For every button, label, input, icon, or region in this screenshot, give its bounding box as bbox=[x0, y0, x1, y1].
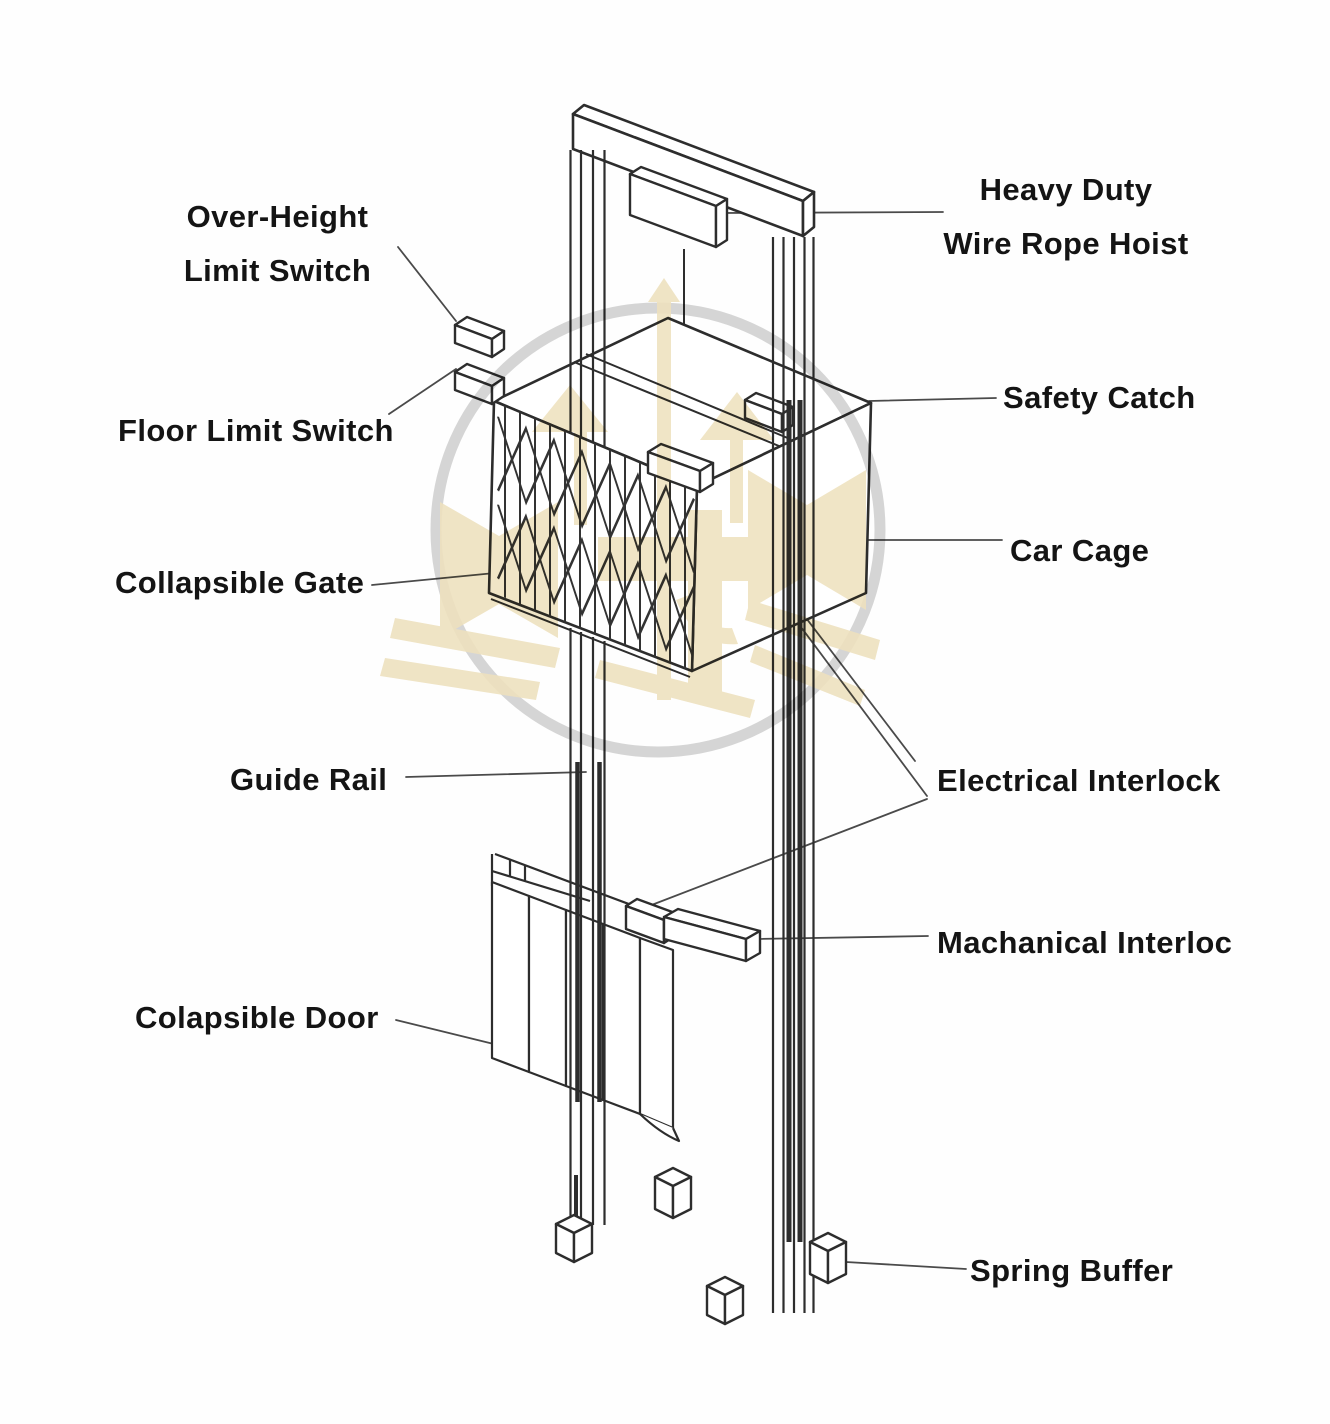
leader-safety-catch bbox=[868, 397, 997, 402]
label-safety-catch: Safety Catch bbox=[1003, 380, 1196, 415]
label-spring-buffer: Spring Buffer bbox=[970, 1253, 1174, 1288]
spring-buffer-cube bbox=[653, 1166, 693, 1220]
wire-rope-hoist-unit bbox=[628, 165, 729, 249]
label-machanical-interlock: Machanical Interloc bbox=[937, 925, 1233, 960]
leader-colapsible-door bbox=[395, 1019, 507, 1048]
watermark-logo bbox=[380, 278, 880, 718]
leader-mechanical bbox=[756, 935, 929, 940]
label-floor-limit-switch: Floor Limit Switch bbox=[118, 413, 394, 448]
spring-buffer-cube bbox=[705, 1275, 745, 1326]
colapsible-door-panels bbox=[490, 852, 734, 1143]
label-over-height-limit-switch: Over-Height Limit Switch bbox=[160, 190, 395, 298]
label-line: Over-Height bbox=[186, 199, 369, 234]
label-car-cage: Car Cage bbox=[1010, 533, 1150, 568]
over-height-limit-switch-block bbox=[453, 315, 506, 359]
guide-rail-left bbox=[569, 150, 606, 1225]
door-panel bbox=[490, 880, 531, 1074]
door-panel bbox=[638, 936, 675, 1130]
label-collapsible-gate: Collapsible Gate bbox=[115, 565, 365, 600]
door-panel bbox=[527, 894, 568, 1088]
spring-buffer-cube bbox=[808, 1231, 848, 1285]
door-panel bbox=[601, 922, 642, 1116]
label-line: Heavy Duty bbox=[979, 172, 1153, 207]
leader-floor-limit bbox=[388, 368, 457, 415]
label-line: Limit Switch bbox=[183, 253, 372, 288]
door-panel-flick bbox=[639, 1113, 681, 1143]
label-electrical-interlock: Electrical Interlock bbox=[937, 763, 1221, 798]
label-line: Wire Rope Hoist bbox=[943, 226, 1189, 261]
gantry-beam bbox=[571, 103, 816, 238]
label-colapsible-door: Colapsible Door bbox=[135, 1000, 379, 1035]
leader-spring-buffer bbox=[845, 1261, 967, 1270]
leader-guide-rail bbox=[405, 771, 587, 778]
leader-over-height bbox=[397, 246, 457, 322]
label-guide-rail: Guide Rail bbox=[230, 762, 388, 797]
label-heavy-duty-wire-rope-hoist: Heavy Duty Wire Rope Hoist bbox=[930, 163, 1202, 271]
spring-buffer-cube bbox=[554, 1213, 594, 1264]
spring-buffer-blocks bbox=[554, 1166, 848, 1326]
mechanical-interlock-block bbox=[662, 907, 762, 963]
watermark bbox=[380, 278, 886, 758]
